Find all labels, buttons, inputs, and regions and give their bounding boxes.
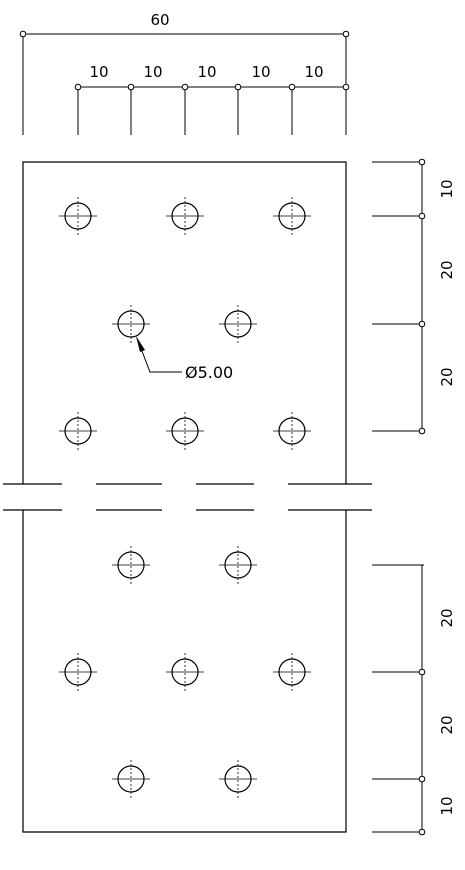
dim-dot <box>418 158 426 166</box>
dim-dot <box>418 668 426 676</box>
right-dim-label: 10 <box>438 179 456 198</box>
right-dim-label: 20 <box>438 260 456 279</box>
chain-dim-label: 10 <box>89 63 108 81</box>
dim-dot <box>418 775 426 783</box>
hole-callout: Ø5.00 <box>136 336 233 382</box>
chain-dim-label: 10 <box>197 63 216 81</box>
hole <box>166 653 204 691</box>
dim-dot <box>234 83 242 91</box>
chain-dim-label: 10 <box>304 63 323 81</box>
hole-diameter-note: Ø5.00 <box>185 363 233 382</box>
hole <box>166 412 204 450</box>
hole <box>112 546 150 584</box>
hole <box>273 197 311 235</box>
right-dim-label: 20 <box>438 715 456 734</box>
hole <box>219 546 257 584</box>
dim-dot <box>418 212 426 220</box>
right-dim-label: 20 <box>438 608 456 627</box>
hole <box>219 305 257 343</box>
right-dim-label: 20 <box>438 367 456 386</box>
hole <box>219 760 257 798</box>
hole <box>59 653 97 691</box>
hole <box>59 197 97 235</box>
dim-dot <box>342 83 350 91</box>
plate-lower-edge <box>22 510 347 833</box>
right-dimension-upper: 10 20 20 <box>372 158 456 435</box>
dim-dot <box>342 30 350 38</box>
plate-upper-edge <box>22 161 347 484</box>
dim-dot <box>127 83 135 91</box>
top-dimension-group: 60 10 10 10 10 10 <box>19 11 350 135</box>
hole <box>112 760 150 798</box>
hole <box>112 305 150 343</box>
right-dim-label: 10 <box>438 796 456 815</box>
leader-line <box>136 337 182 373</box>
break-lines <box>3 483 372 511</box>
hole <box>166 197 204 235</box>
dim-dot <box>288 83 296 91</box>
holes-group <box>59 197 311 798</box>
chain-dim-label: 10 <box>251 63 270 81</box>
dim-dot <box>418 828 426 836</box>
dim-dot <box>418 427 426 435</box>
dim-dot <box>418 320 426 328</box>
hole <box>273 412 311 450</box>
overall-dim-label: 60 <box>150 11 169 29</box>
dim-dot <box>19 30 27 38</box>
leader-arrow <box>136 336 145 352</box>
dim-dot <box>181 83 189 91</box>
chain-dim-label: 10 <box>143 63 162 81</box>
hole <box>273 653 311 691</box>
hole <box>59 412 97 450</box>
plate-outline <box>3 161 372 833</box>
dim-dot <box>74 83 82 91</box>
right-dimension-lower: 20 20 10 <box>372 564 456 836</box>
